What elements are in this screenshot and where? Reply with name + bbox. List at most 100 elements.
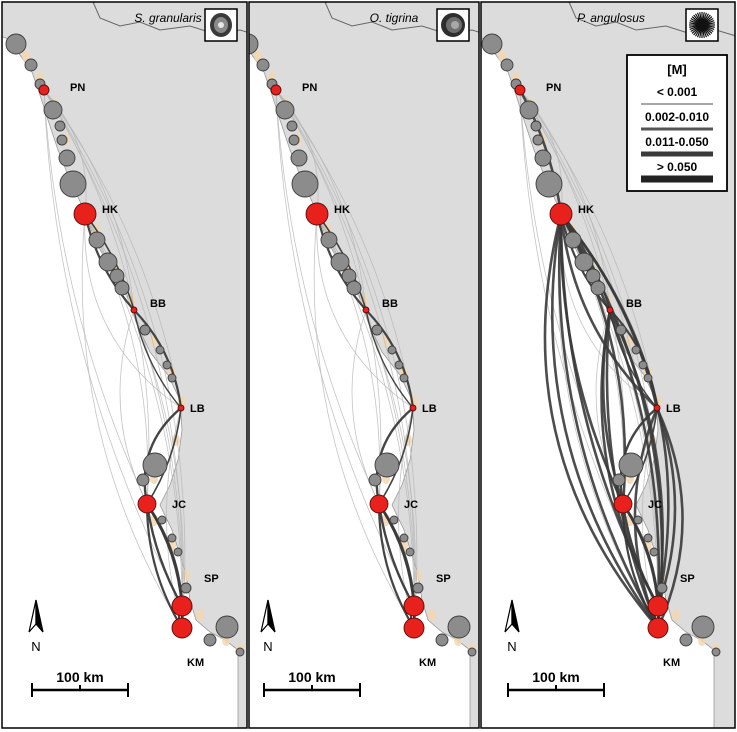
species-name: P. angulosus [577, 11, 645, 25]
population-node [399, 533, 409, 543]
population-node [346, 280, 362, 296]
population-node [330, 252, 350, 272]
edge-strong [377, 502, 416, 608]
coast-sand-patch [672, 609, 680, 621]
sampling-site-node [130, 306, 138, 314]
population-node [249, 33, 259, 55]
coast-sand-patch [254, 50, 262, 62]
population-node [114, 280, 130, 296]
population-node [612, 473, 626, 487]
panel-border-1 [1, 1, 248, 729]
edge-weak [316, 213, 414, 409]
edge-strong [608, 308, 664, 608]
population-node [435, 633, 449, 647]
legend-title: [M] [667, 62, 687, 77]
population-node [368, 473, 382, 487]
population-node [405, 547, 415, 557]
site-label-lb: LB [422, 403, 437, 415]
sampling-site-node [403, 617, 425, 639]
edge-strong [146, 407, 182, 505]
legend-box [626, 54, 728, 192]
population-node [633, 515, 643, 525]
sampling-site-node [613, 494, 633, 514]
edge-strong [377, 502, 416, 630]
site-label-hk: HK [578, 204, 594, 216]
site-label-km: KM [419, 657, 436, 669]
coast-sand-patch [414, 569, 422, 581]
legend-item-label: > 0.050 [657, 160, 698, 174]
species-name: S. granularis [134, 11, 201, 25]
sea-urchin-icon-body [696, 19, 708, 31]
scale-bar-label: 100 km [56, 669, 103, 685]
coast-sand-patch [498, 50, 506, 62]
population-node [173, 547, 183, 557]
edge-strong [133, 309, 182, 409]
coast-sand-patch [182, 569, 190, 581]
legend-item-label: < 0.001 [657, 85, 698, 99]
population-node [24, 58, 38, 72]
scale-bar-label: 100 km [288, 669, 335, 685]
edge-strong [543, 212, 660, 630]
edge-weak [84, 213, 182, 409]
scale-bar-label: 100 km [532, 669, 579, 685]
population-node [500, 58, 514, 72]
population-node [157, 515, 167, 525]
population-node [519, 100, 539, 120]
population-node [679, 633, 693, 647]
edge-strong [375, 406, 415, 506]
edge-strong [655, 406, 684, 630]
sampling-site-node [653, 404, 661, 412]
population-node [643, 373, 653, 383]
site-label-bb: BB [626, 298, 642, 310]
population-node [203, 633, 217, 647]
coast-sand-patch [428, 609, 436, 621]
site-label-bb: BB [150, 298, 166, 310]
edge-strong [559, 212, 670, 608]
site-label-km: KM [663, 657, 680, 669]
population-node [371, 324, 383, 336]
population-node [286, 120, 298, 132]
sampling-site-node [305, 202, 329, 226]
site-label-jc: JC [172, 499, 186, 511]
sampling-site-node [369, 494, 389, 514]
population-node [467, 647, 477, 657]
population-node [534, 149, 552, 167]
edge-weak [275, 89, 414, 409]
population-node [291, 170, 319, 198]
north-label: N [263, 639, 272, 654]
legend-item-label: 0.011-0.050 [645, 135, 709, 149]
edge-weak [43, 89, 182, 409]
sampling-site-node [647, 595, 669, 617]
population-node [643, 533, 653, 543]
population-node [320, 231, 338, 249]
edge-weak [275, 89, 380, 505]
population-node [275, 100, 295, 120]
population-node [155, 345, 165, 355]
population-node [136, 473, 150, 487]
edge-strong [132, 308, 183, 410]
edge-strong [145, 502, 184, 630]
coast-sand-patch [22, 50, 30, 62]
population-node [180, 582, 192, 594]
site-label-jc: JC [404, 499, 418, 511]
population-node [58, 149, 76, 167]
population-node [412, 582, 424, 594]
panel-border-3 [480, 1, 736, 729]
edge-weak [275, 89, 367, 311]
edge-strong [145, 502, 184, 608]
site-label-pn: PN [546, 82, 561, 94]
sampling-site-node [409, 404, 417, 412]
edge-strong [655, 406, 677, 608]
sampling-site-node [73, 202, 97, 226]
population-node [256, 58, 270, 72]
coast-sand-patch [196, 609, 204, 621]
population-node [59, 170, 87, 198]
population-node [535, 170, 563, 198]
population-node [387, 345, 397, 355]
population-node [649, 547, 659, 557]
panel-border-2 [248, 1, 480, 729]
population-node [447, 615, 471, 639]
